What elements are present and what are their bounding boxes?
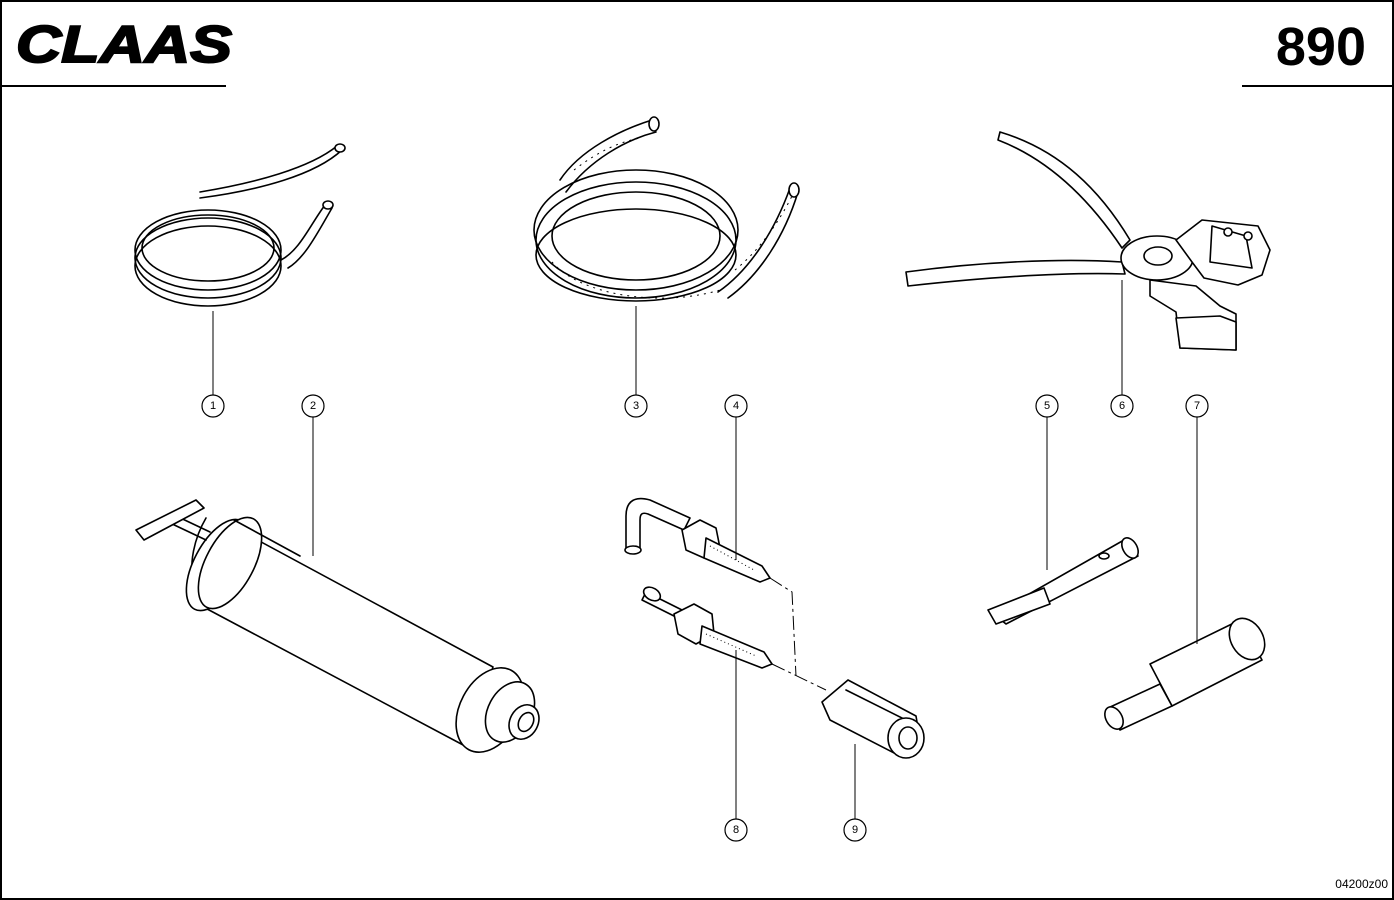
leader-lines xyxy=(212,280,1198,819)
page-number: 890 xyxy=(1276,17,1366,77)
hose-coil-icon xyxy=(533,116,800,302)
callout-9: 9 xyxy=(843,818,867,842)
callout-1: 1 xyxy=(201,394,225,418)
page-number-block: 890 xyxy=(1242,17,1393,87)
stepped-drift-icon xyxy=(1104,617,1266,731)
callout-label: 6 xyxy=(1119,400,1125,412)
callout-label: 8 xyxy=(733,824,739,836)
callout-6: 6 xyxy=(1110,394,1134,418)
callout-label: 3 xyxy=(633,400,639,412)
callout-label: 2 xyxy=(310,400,316,412)
callout-4: 4 xyxy=(724,394,748,418)
callout-7: 7 xyxy=(1185,394,1209,418)
screwdriver-bit-icon xyxy=(987,537,1139,625)
brand-logo-text: CLAAS xyxy=(16,16,232,74)
callout-5: 5 xyxy=(1035,394,1059,418)
callout-3: 3 xyxy=(624,394,648,418)
callout-label: 4 xyxy=(733,400,739,412)
hand-pump-syringe-icon xyxy=(135,499,540,753)
callout-label: 5 xyxy=(1044,400,1050,412)
callout-label: 9 xyxy=(852,824,858,836)
straight-nozzle-icon xyxy=(641,586,773,669)
callout-label: 1 xyxy=(210,400,216,412)
bent-nozzle-icon xyxy=(624,497,771,583)
assembly-guide-lines xyxy=(769,577,827,691)
circlip-pliers-icon xyxy=(905,131,1271,351)
threaded-adapter-icon xyxy=(821,679,925,759)
callout-8: 8 xyxy=(724,818,748,842)
callout-label: 7 xyxy=(1194,400,1200,412)
brand-logo: CLAAS xyxy=(1,15,233,87)
thin-hose-coil-icon xyxy=(134,143,346,307)
callout-2: 2 xyxy=(301,394,325,418)
drawing-code: 04200z00 xyxy=(1335,877,1388,891)
